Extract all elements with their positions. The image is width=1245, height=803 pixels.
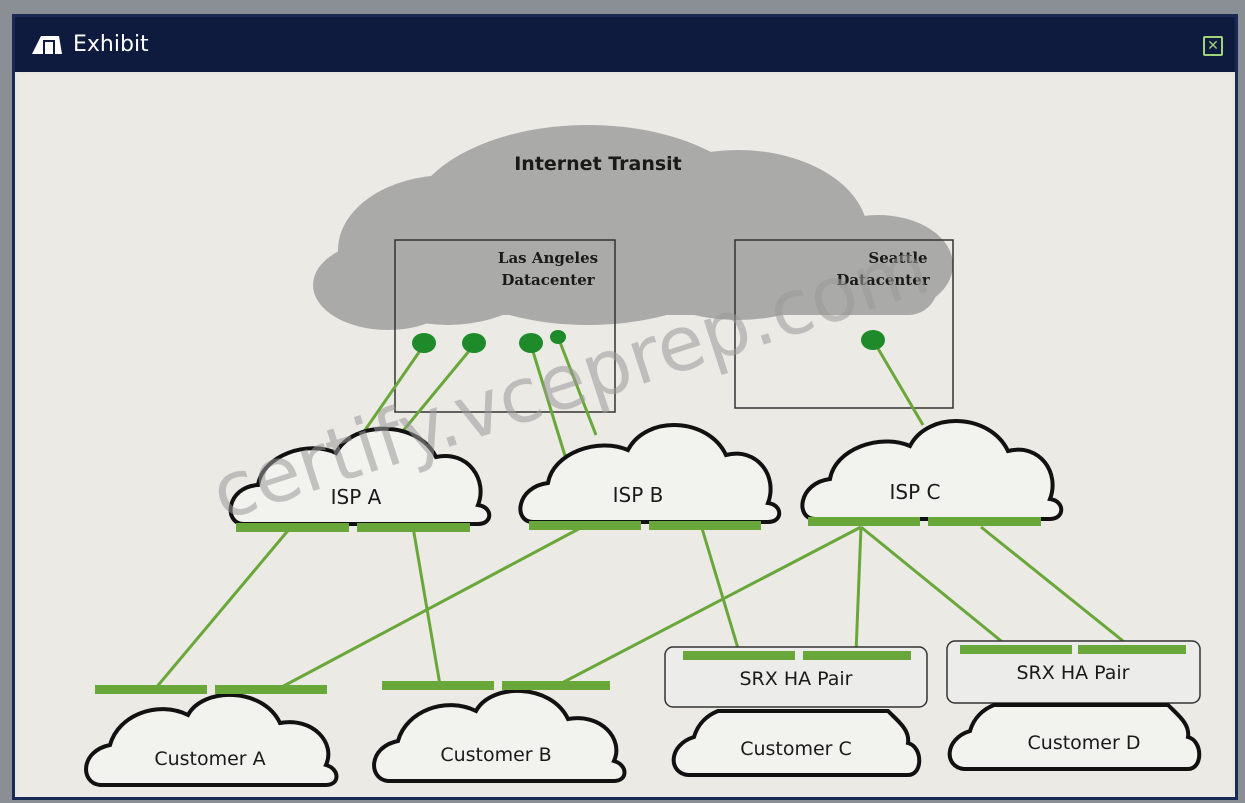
customer-b-cloud: [372, 689, 627, 783]
window-titlebar: Exhibit ✕: [15, 17, 1235, 72]
seattle-node: [861, 330, 885, 350]
internet-transit-cloud: [313, 125, 953, 330]
link-ispa-custb: [411, 526, 442, 686]
customer-c-label: Customer C: [740, 738, 852, 760]
srx-pair-c-box: [664, 646, 928, 708]
network-diagram: Internet Transit Las Angeles Datacenter …: [84, 125, 1202, 787]
custb-if-2: [502, 681, 610, 690]
link-la-ispb-1: [529, 344, 568, 460]
link-ispa-custa: [153, 526, 293, 690]
customer-d-label: Customer D: [1028, 732, 1141, 754]
custa-if-2: [215, 685, 327, 694]
window-title: Exhibit: [73, 32, 149, 57]
la-datacenter-box: [394, 239, 616, 413]
seattle-datacenter-label-line2: Datacenter: [836, 271, 930, 289]
link-ispc-custd-2: [980, 525, 1129, 647]
isp-a-cloud: [228, 426, 492, 526]
custb-if-1: [382, 681, 494, 690]
internet-transit-label: Internet Transit: [514, 153, 682, 175]
link-ispb-custa: [277, 523, 587, 691]
ispa-if-1: [236, 523, 349, 532]
customer-a-label: Customer A: [154, 748, 265, 770]
customer-interface-bars: [95, 645, 1186, 694]
la-datacenter-label-line2: Datacenter: [501, 271, 595, 289]
exhibit-icon: [32, 35, 62, 54]
ispc-if-2: [928, 517, 1041, 526]
link-la-ispb-2: [556, 336, 598, 436]
customer-a-cloud: [84, 693, 339, 787]
isp-b-label: ISP B: [613, 483, 664, 507]
link-ispc-custc: [854, 526, 863, 654]
la-node-4: [550, 330, 566, 344]
link-ispb-custc: [699, 524, 742, 656]
srxc-if-1: [683, 651, 795, 660]
la-datacenter-label-line1: Las Angeles: [498, 249, 598, 267]
isp-c-cloud: [800, 419, 1064, 521]
customer-b-label: Customer B: [440, 744, 551, 766]
la-node-3: [519, 333, 543, 353]
ispb-if-1: [529, 521, 641, 530]
link-ispc-custb: [557, 525, 862, 687]
exhibit-window: Exhibit ✕ Internet Transit Las Angeles D…: [12, 14, 1238, 800]
seattle-datacenter-label-line1: Seattle: [868, 249, 927, 267]
close-icon[interactable]: ✕: [1203, 36, 1223, 56]
customer-c-cloud: [671, 709, 922, 777]
link-la-ispa-1: [361, 344, 426, 434]
srxd-if-1: [960, 645, 1072, 654]
isp-b-cloud: [518, 423, 782, 524]
link-sea-ispc: [871, 339, 925, 426]
link-ispc-custd-1: [860, 525, 1012, 651]
la-node-2: [462, 333, 486, 353]
isp-interface-bars: [236, 517, 1041, 532]
datacenter-nodes: [412, 330, 885, 353]
srx-pair-d-label: SRX HA Pair: [1017, 662, 1130, 684]
diagram-canvas: Internet Transit Las Angeles Datacenter …: [18, 75, 1232, 797]
customer-d-cloud: [947, 703, 1202, 771]
isp-a-label: ISP A: [331, 485, 382, 509]
srxc-if-2: [803, 651, 911, 660]
isp-c-label: ISP C: [890, 480, 941, 504]
custa-if-1: [95, 685, 207, 694]
customer-links: [153, 523, 1129, 691]
srxd-if-2: [1078, 645, 1186, 654]
la-node-1: [412, 333, 436, 353]
srx-pair-c-label: SRX HA Pair: [740, 668, 853, 690]
datacenter-links: [361, 336, 925, 460]
link-la-ispa-2: [396, 344, 476, 438]
ispc-if-1: [808, 517, 920, 526]
ispb-if-2: [649, 521, 761, 530]
ispa-if-2: [357, 523, 470, 532]
seattle-datacenter-box: [734, 239, 954, 409]
